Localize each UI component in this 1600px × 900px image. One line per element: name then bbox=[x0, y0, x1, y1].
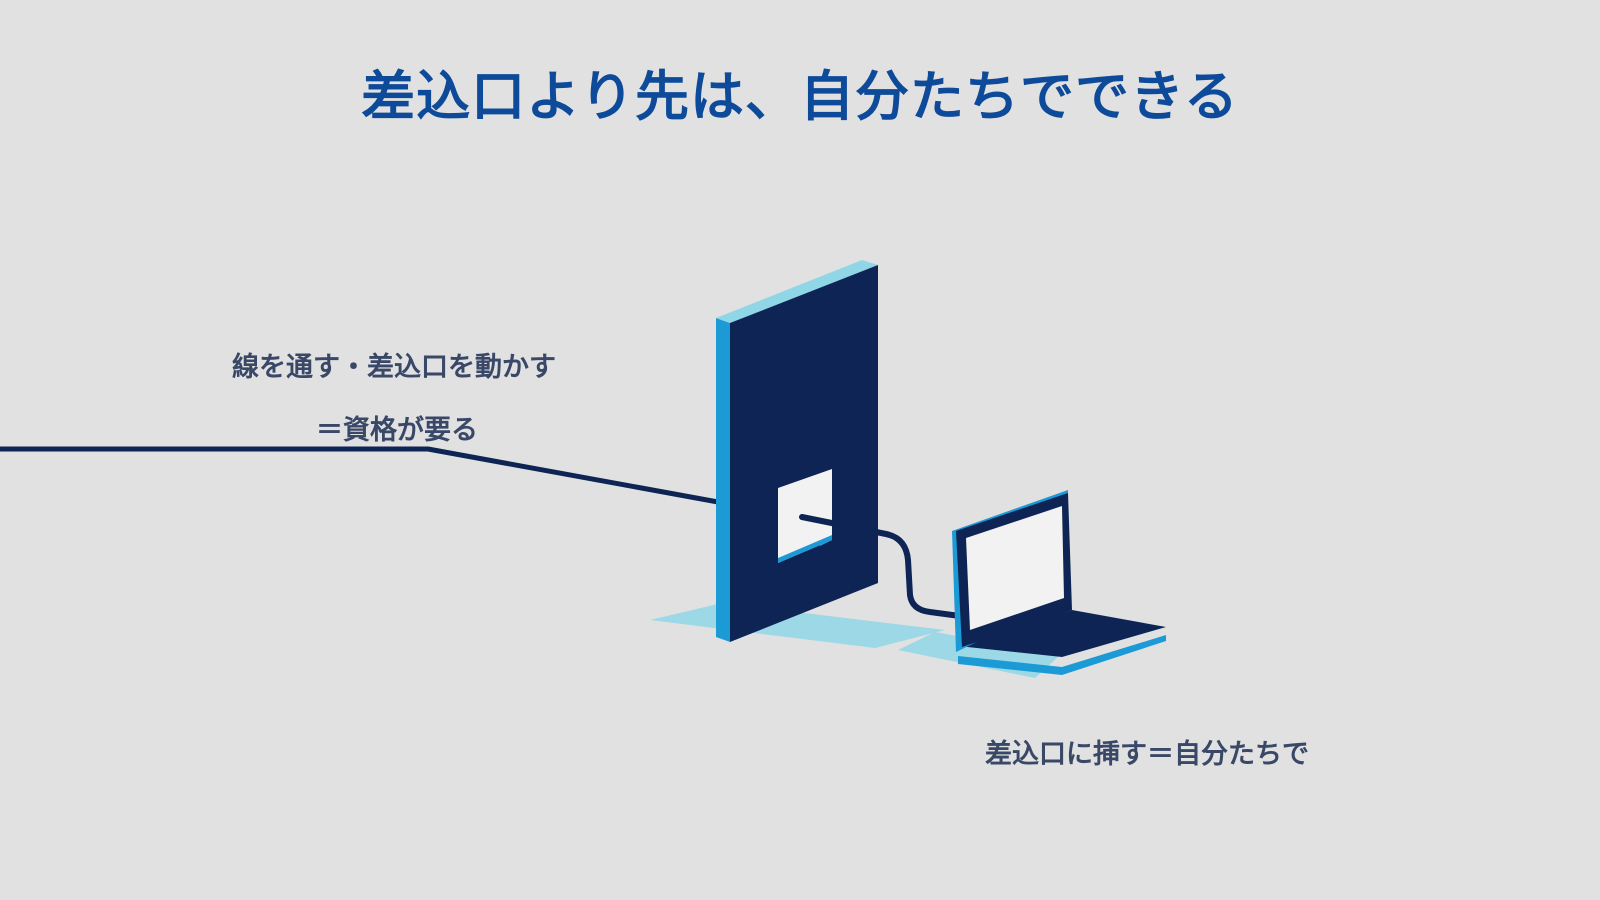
wall-side-face bbox=[716, 318, 730, 642]
outlet-hole-bottom-edge bbox=[778, 535, 832, 563]
wall-with-outlet-icon bbox=[716, 260, 878, 642]
laptop-base bbox=[958, 610, 1166, 657]
wiring-label-line-2: ＝資格が要る bbox=[316, 415, 478, 446]
outlet-to-laptop-cable bbox=[799, 514, 963, 619]
slide-title: 差込口より先は、自分たちでできる bbox=[361, 65, 1239, 128]
laptop-base-edge bbox=[958, 635, 1166, 675]
laptop-screen bbox=[966, 506, 1064, 630]
wall-top-face bbox=[716, 260, 878, 323]
wiring-label-line-1: 線を通す・差込口を動かす bbox=[232, 352, 556, 383]
incoming-cable-line bbox=[0, 446, 719, 505]
plug-in-label: 差込口に挿す＝自分たちで bbox=[985, 739, 1309, 770]
wall-front-face bbox=[730, 265, 878, 642]
laptop-icon bbox=[952, 490, 1166, 675]
